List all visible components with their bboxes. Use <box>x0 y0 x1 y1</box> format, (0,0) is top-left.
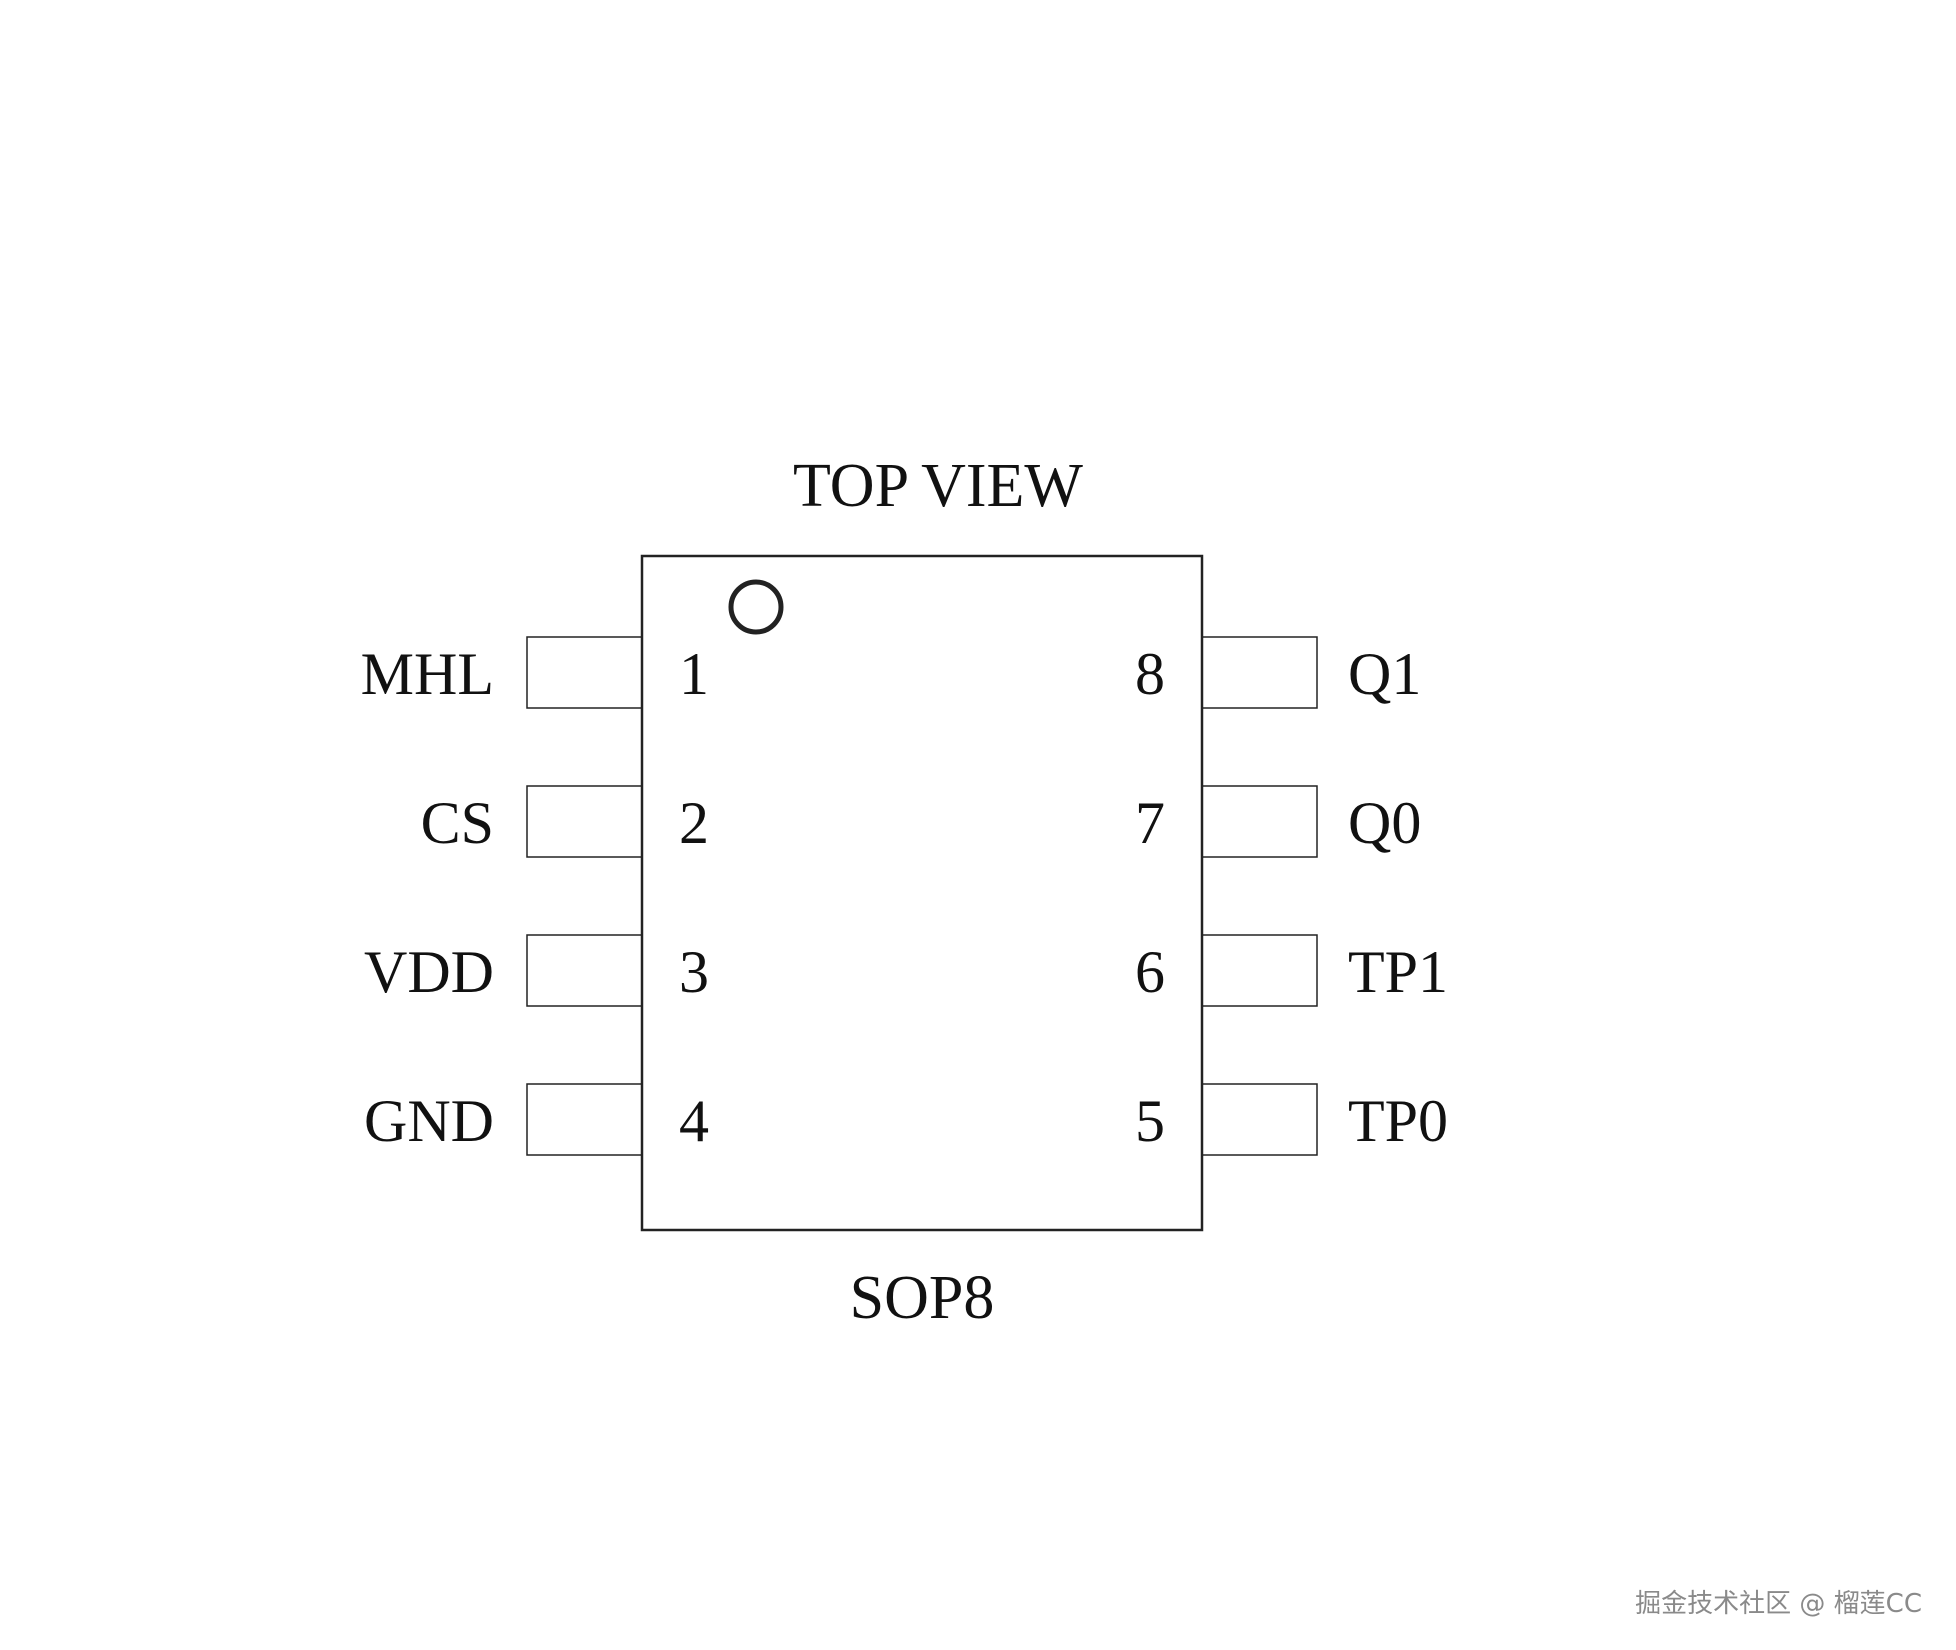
pin-number-3: 3 <box>679 939 709 1005</box>
pin-name-7: Q0 <box>1348 790 1421 856</box>
pin-pad-6 <box>1201 934 1318 1007</box>
pin-pad-7 <box>1201 785 1318 858</box>
pin-pad-5 <box>1201 1083 1318 1156</box>
pin-number-4: 4 <box>679 1088 709 1154</box>
pin-pad-2 <box>526 785 643 858</box>
pin1-orientation-dot <box>728 579 784 635</box>
pin-name-2: CS <box>421 790 494 856</box>
diagram-title: TOP VIEW <box>793 452 1083 520</box>
pin-pad-8 <box>1201 636 1318 709</box>
pin-number-7: 7 <box>1135 790 1165 856</box>
chip-body <box>640 554 1204 1232</box>
pin-number-1: 1 <box>679 641 709 707</box>
pin-number-2: 2 <box>679 790 709 856</box>
pin-pad-4 <box>526 1083 643 1156</box>
watermark-text: 掘金技术社区 @ 榴莲CC <box>1635 1589 1922 1619</box>
pin-name-6: TP1 <box>1348 939 1448 1005</box>
pin-name-5: TP0 <box>1348 1088 1448 1154</box>
pin-name-4: GND <box>364 1088 494 1154</box>
pin-pad-3 <box>526 934 643 1007</box>
package-label: SOP8 <box>850 1264 995 1332</box>
pin-number-6: 6 <box>1135 939 1165 1005</box>
pin-number-5: 5 <box>1135 1088 1165 1154</box>
pin-name-8: Q1 <box>1348 641 1421 707</box>
pin-name-1: MHL <box>361 641 494 707</box>
pin-pad-1 <box>526 636 643 709</box>
pin-number-8: 8 <box>1135 641 1165 707</box>
pin-name-3: VDD <box>364 939 494 1005</box>
